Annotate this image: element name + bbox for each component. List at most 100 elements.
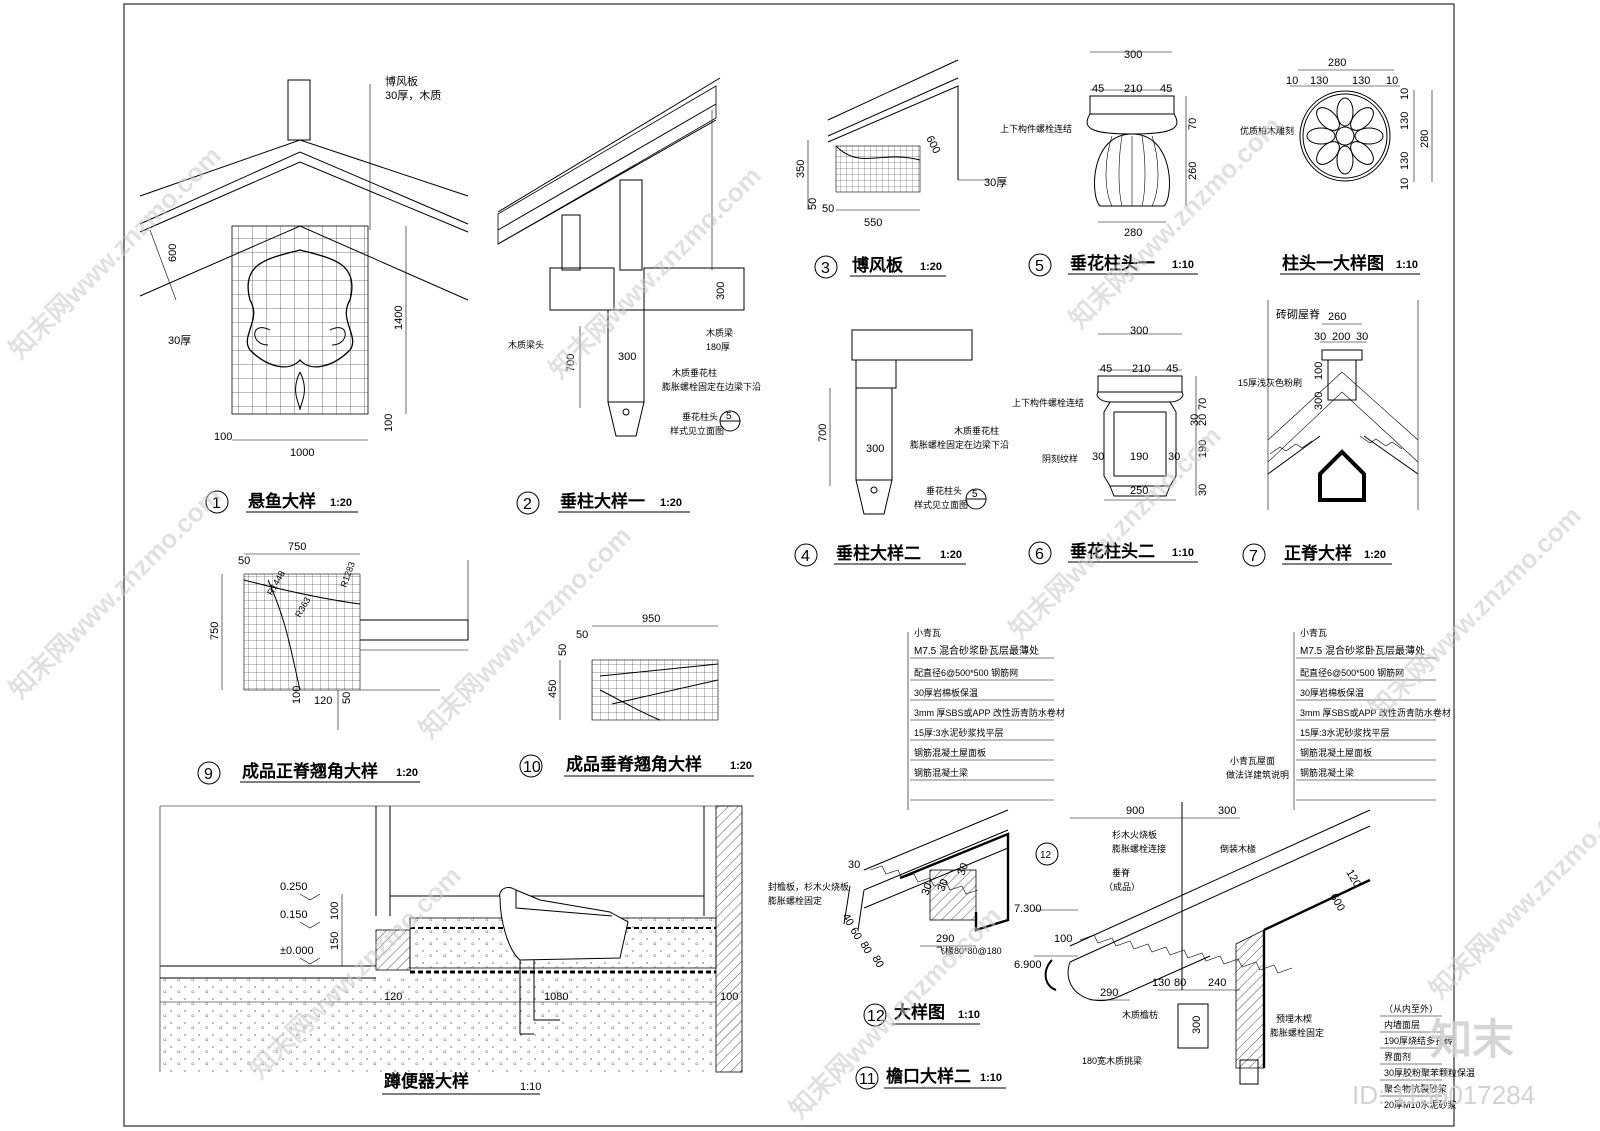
d5-note-bolt: 上下构件螺栓连结 <box>1000 123 1072 134</box>
d9-title: 成品正脊翘角大样 <box>242 761 378 781</box>
d5b-title: 柱头一大样图 <box>1282 253 1384 273</box>
d3-dim-600: 600 <box>923 134 942 156</box>
d12-note-fascia: 封檐板，杉木火烧板 <box>768 881 849 892</box>
d1-note-30: 30厚 <box>168 334 191 347</box>
d10-dim-50a: 50 <box>576 629 588 641</box>
d1-scale: 1:20 <box>330 497 352 509</box>
d7-dim-100: 100 <box>1313 362 1325 380</box>
d4-scale: 1:20 <box>940 549 962 561</box>
d10-scale: 1:20 <box>730 760 752 772</box>
detail-6-column-head-2: 300 45 210 45 70 30 20 190 30 30 190 30 … <box>1012 325 1209 565</box>
d11-dim-120: 120 <box>1343 868 1363 890</box>
d11-layer-7: 钢筋混凝土梁 <box>1300 767 1354 778</box>
d3-number: 3 <box>821 260 830 277</box>
detail-1-hanging-fish: 博风板 30厚，木质 30厚 600 1400 100 1000 100 1 悬… <box>139 74 469 514</box>
d11-ref-12: 12 <box>1040 850 1052 861</box>
watermark-7: 知末网www.znzmo.com <box>1363 500 1587 724</box>
d10-dim-450: 450 <box>547 680 559 698</box>
d3-title: 博风板 <box>852 255 904 275</box>
d6-title: 垂花柱头二 <box>1070 541 1155 561</box>
d11-wall-4: 30厚胶粉聚苯颗粒保温 <box>1384 1067 1475 1078</box>
d12-dim-30a: 30 <box>848 859 860 871</box>
d5-dim-45a: 45 <box>1092 83 1104 95</box>
d5b-dim-130b: 130 <box>1352 75 1370 87</box>
d11-layer-5: 15厚:3水泥砂浆找平层 <box>1300 727 1390 738</box>
d12-dim-30b: 30 <box>920 881 935 897</box>
d4-note-bolt: 膨胀螺栓固定在边梁下沿 <box>910 439 1009 450</box>
d3-dim-50a: 50 <box>807 198 819 210</box>
d11-layer-3: 30厚岩棉板保温 <box>1300 687 1364 698</box>
d6-dim-190v: 190 <box>1197 440 1209 458</box>
d4-note-see: 样式见立面图 <box>914 499 968 510</box>
d7-dim-300: 300 <box>1313 392 1325 410</box>
watermark-2: 知末网www.znzmo.com <box>543 160 767 384</box>
d11-dim-290: 290 <box>1100 987 1118 999</box>
d2-dim-700: 700 <box>565 354 577 372</box>
d2-dim-300a: 300 <box>715 282 727 300</box>
d11-note-wedge: 预埋木楔 <box>1276 1013 1312 1024</box>
d11-wall-1: 内墙面层 <box>1384 1019 1420 1030</box>
d11-dim-300a: 300 <box>1218 805 1236 817</box>
d5-dim-300: 300 <box>1124 49 1142 61</box>
d11-note-hip: 垂脊 <box>1112 867 1130 878</box>
d6-dim-190h: 190 <box>1130 451 1148 463</box>
d5b-dim-130d: 130 <box>1399 152 1411 170</box>
d7-dim-30b: 30 <box>1356 331 1368 343</box>
image-id: ID: 1136017284 <box>1352 1080 1535 1110</box>
d1-number: 1 <box>212 495 221 512</box>
d3-dim-50b: 50 <box>822 203 834 215</box>
d2-note-beam: 木质梁 <box>706 327 733 338</box>
d5b-dim-130c: 130 <box>1399 112 1411 130</box>
d2-number: 2 <box>523 496 532 513</box>
d9-dim-120: 120 <box>314 695 332 707</box>
d6-dim-30c: 30 <box>1092 451 1104 463</box>
d11-dim-130: 130 <box>1152 977 1170 989</box>
d2-note-beamhead: 木质梁头 <box>508 339 544 350</box>
detail-2-hanging-column: 300 700 300 木质梁头 木质梁 180厚 木质垂花柱 膨胀螺栓固定在边… <box>497 77 761 515</box>
detail-12-eave: 小青瓦 M7.5 混合砂浆卧瓦层最薄处 配直径6@500*500 钢筋网 30厚… <box>768 627 1065 1027</box>
d12-layer-6: 钢筋混凝土屋面板 <box>914 747 986 758</box>
d6-number: 6 <box>1035 546 1044 563</box>
d9-dim-100: 100 <box>291 686 303 704</box>
detail-10-hip-corner: 950 50 50 450 10 成品垂脊翘角大样 1:20 <box>519 613 754 778</box>
d1-dim-100b: 100 <box>383 414 395 432</box>
d12-layer-7: 钢筋混凝土梁 <box>914 767 968 778</box>
d7-dim-260: 260 <box>1328 311 1346 323</box>
d11-layer-0: 小青瓦 <box>1300 627 1327 638</box>
d2-note-see: 样式见立面图 <box>670 425 724 436</box>
d1-dim-1000: 1000 <box>290 447 314 459</box>
toilet-scale: 1:10 <box>520 1081 541 1093</box>
d12-dim-290: 290 <box>936 933 954 945</box>
d5b-dim-10b: 10 <box>1386 75 1398 87</box>
d5-number: 5 <box>1035 258 1044 275</box>
watermark-6: 知末网www.znzmo.com <box>1003 420 1227 644</box>
d12-dim-80b: 80 <box>869 954 886 971</box>
d7-note-ridge: 砖砌屋脊 <box>1276 307 1320 321</box>
d12-dim-30d: 30 <box>956 861 971 877</box>
d11-note-beam: 180宽木质挑梁 <box>1082 1055 1142 1066</box>
d5b-scale: 1:10 <box>1396 259 1418 271</box>
toilet-dim-150: 150 <box>329 932 341 950</box>
detail-squat-toilet: 0.250 0.150 ±0.000 100 150 120 1080 100 … <box>159 805 743 1095</box>
d11-dim-600: 600 <box>1327 892 1347 914</box>
d4-ref-5: 5 <box>972 489 978 500</box>
d12-layer-5: 15厚:3水泥砂浆找平层 <box>914 727 1004 738</box>
d2-note-head: 垂花柱头 <box>682 411 718 422</box>
toilet-dim-120: 120 <box>384 991 402 1003</box>
d6-dim-45a: 45 <box>1100 363 1112 375</box>
d11-level-7300: 7.300 <box>1014 903 1042 915</box>
d1-dim-1400: 1400 <box>393 306 405 330</box>
d3-dim-350: 350 <box>795 160 807 178</box>
d11-layer-1: M7.5 混合砂浆卧瓦层最薄处 <box>1300 644 1425 657</box>
toilet-dim-100b: 100 <box>720 991 738 1003</box>
d12-layer-2: 配直径6@500*500 钢筋网 <box>914 667 1018 678</box>
d5-scale: 1:10 <box>1172 259 1194 271</box>
d11-layer-4: 3mm 厚SBS或APP 改性沥青防水卷材 <box>1300 707 1451 718</box>
d12-dim-40: 40 <box>839 912 856 929</box>
d11-note-board: 杉木火烧板 <box>1112 829 1157 840</box>
d12-dim-80a: 80 <box>857 940 874 957</box>
d6-dim-300: 300 <box>1130 325 1148 337</box>
d11-note-finished: （成品） <box>1104 881 1140 892</box>
d12-dim-60: 60 <box>847 926 864 943</box>
d11-dim-80: 80 <box>1174 977 1186 989</box>
